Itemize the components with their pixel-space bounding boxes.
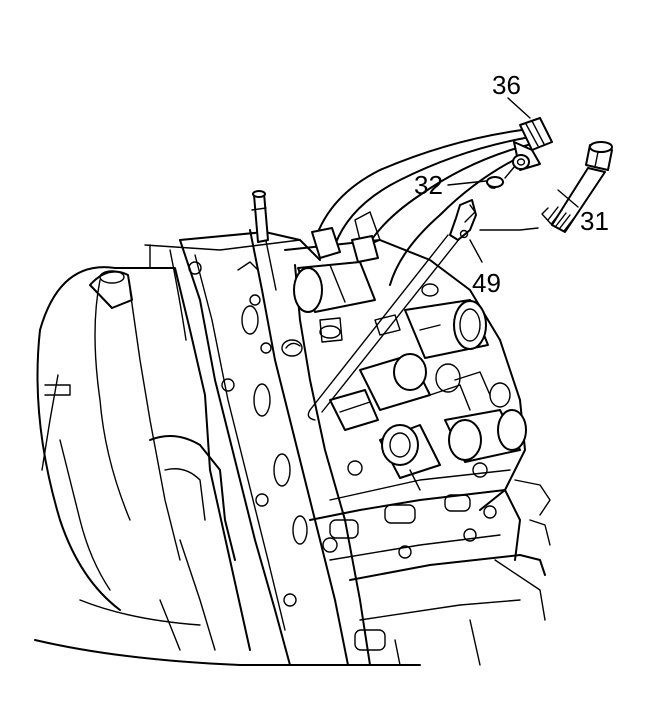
- wiring-harness: [311, 129, 531, 286]
- valve-body: [284, 239, 551, 666]
- manual-valve-area: [281, 283, 511, 408]
- solenoid-upper-right: [404, 299, 489, 359]
- solenoid-upper-left: [293, 261, 376, 343]
- callout-32: 32: [414, 170, 443, 200]
- leader-lines: [447, 97, 579, 263]
- bolt: [541, 141, 613, 233]
- seal-ring: [486, 176, 504, 189]
- callout-36: 36: [492, 70, 521, 100]
- harness-connector: [504, 117, 553, 179]
- callout-49: 49: [472, 268, 501, 298]
- solenoid-lower-right: [429, 371, 527, 463]
- solenoid-lower-left: [379, 424, 441, 491]
- callout-31: 31: [580, 206, 609, 236]
- dowel-pin: [251, 190, 269, 243]
- retainer-bracket: [307, 199, 477, 421]
- valve-body-plate: [179, 229, 349, 666]
- transmission-case: [34, 239, 421, 666]
